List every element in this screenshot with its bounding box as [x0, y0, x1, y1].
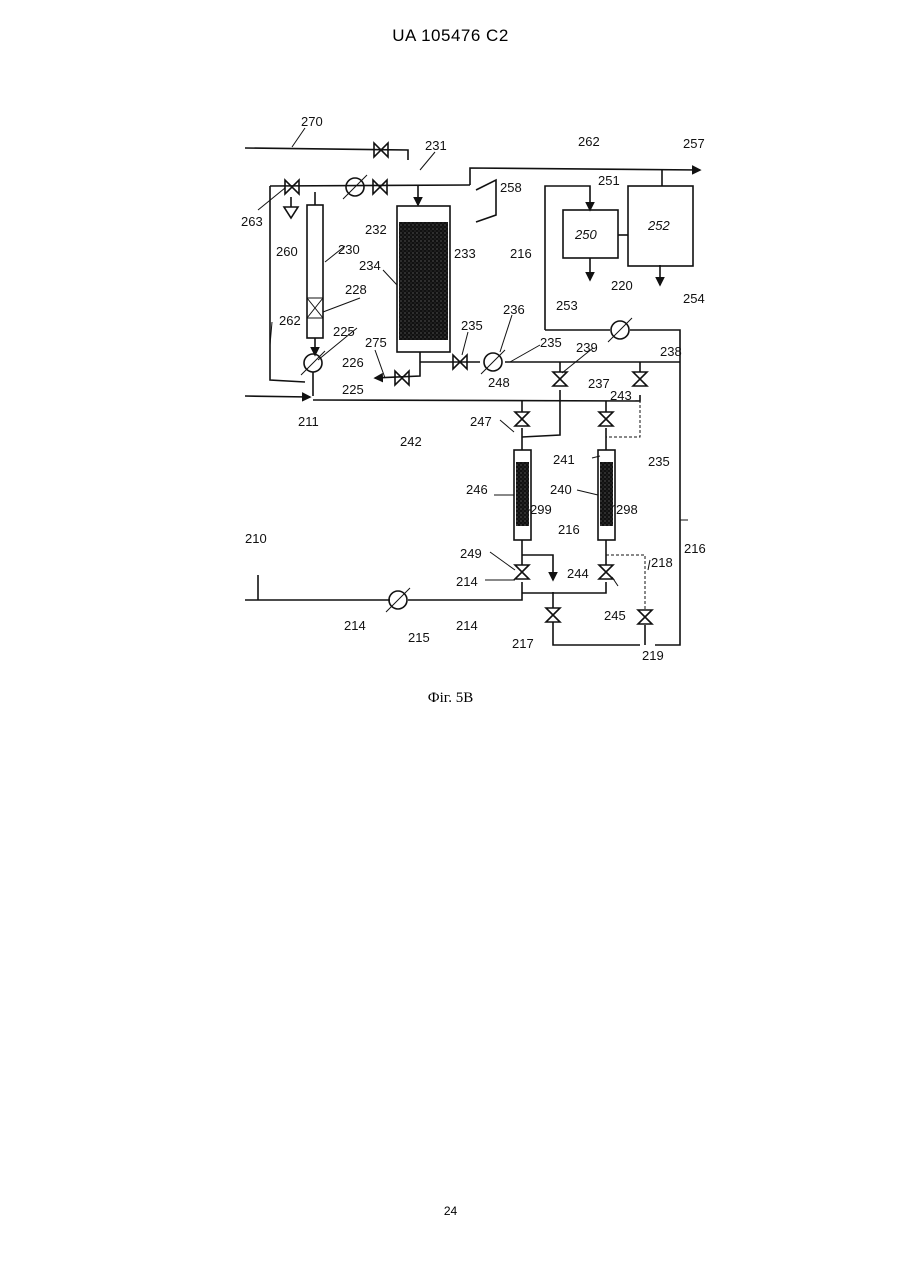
label-235c: 235 — [648, 454, 670, 469]
label-216c: 216 — [684, 541, 706, 556]
leader-lines — [258, 128, 688, 586]
label-249: 249 — [460, 546, 482, 561]
label-241: 241 — [553, 452, 575, 467]
label-237: 237 — [588, 376, 610, 391]
label-243: 243 — [610, 388, 632, 403]
label-252: 252 — [647, 218, 670, 233]
label-228: 228 — [345, 282, 367, 297]
label-250: 250 — [574, 227, 597, 242]
label-220: 220 — [611, 278, 633, 293]
column-240 — [598, 450, 615, 540]
label-238: 238 — [660, 344, 682, 359]
label-253: 253 — [556, 298, 578, 313]
label-234: 234 — [359, 258, 381, 273]
reactor-233 — [397, 206, 450, 352]
label-211: 211 — [298, 414, 319, 429]
label-226: 226 — [342, 355, 364, 370]
label-214b: 214 — [344, 618, 366, 633]
label-236: 236 — [503, 302, 525, 317]
label-247: 247 — [470, 414, 492, 429]
label-245: 245 — [604, 608, 626, 623]
label-258: 258 — [500, 180, 522, 195]
label-270: 270 — [301, 114, 323, 129]
label-235b: 235 — [540, 335, 562, 350]
label-299: 299 — [530, 502, 552, 517]
label-230: 230 — [338, 242, 360, 257]
label-218: 218 — [651, 555, 673, 570]
label-225b: 225 — [342, 382, 364, 397]
label-219: 219 — [642, 648, 664, 663]
label-210: 210 — [245, 531, 267, 546]
label-244: 244 — [567, 566, 589, 581]
label-217: 217 — [512, 636, 534, 651]
label-257: 257 — [683, 136, 705, 151]
label-215: 215 — [408, 630, 430, 645]
label-239: 239 — [576, 340, 598, 355]
label-248: 248 — [488, 375, 510, 390]
page-number: 24 — [0, 1204, 901, 1218]
label-233: 233 — [454, 246, 476, 261]
label-263: 263 — [241, 214, 263, 229]
label-254: 254 — [683, 291, 705, 306]
column-230 — [307, 205, 323, 338]
label-251: 251 — [598, 173, 620, 188]
label-232: 232 — [365, 222, 387, 237]
label-275: 275 — [365, 335, 387, 350]
label-260: 260 — [276, 244, 298, 259]
pipes — [245, 148, 700, 645]
label-216a: 216 — [510, 246, 532, 261]
figure-caption: Фіг. 5В — [0, 690, 901, 707]
label-262a: 262 — [578, 134, 600, 149]
label-214c: 214 — [456, 618, 478, 633]
label-225a: 225 — [333, 324, 355, 339]
label-242: 242 — [400, 434, 422, 449]
label-298: 298 — [616, 502, 638, 517]
label-240: 240 — [550, 482, 572, 497]
column-246 — [514, 450, 531, 540]
label-246: 246 — [466, 482, 488, 497]
label-214a: 214 — [456, 574, 478, 589]
label-231: 231 — [425, 138, 447, 153]
label-235a: 235 — [461, 318, 483, 333]
reference-labels: 270 231 262 257 258 251 263 232 260 230 … — [241, 114, 706, 663]
label-216b: 216 — [558, 522, 580, 537]
separator-260 — [284, 197, 298, 218]
label-262b: 262 — [279, 313, 301, 328]
